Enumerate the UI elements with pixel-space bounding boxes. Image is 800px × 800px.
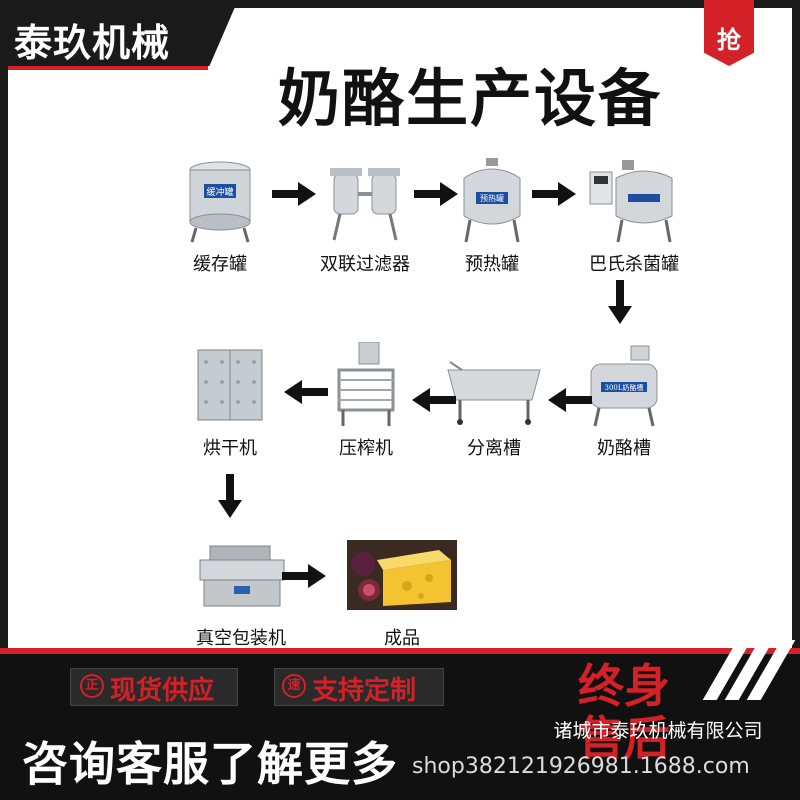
- duplex-filter-image: [305, 158, 425, 244]
- item-label: 烘干机: [203, 438, 257, 459]
- page-title: 奶酪生产设备: [277, 62, 662, 135]
- frame-left: [0, 0, 8, 660]
- item-preheat-tank: 预热罐 预热罐: [432, 158, 552, 276]
- after-sale-line1: 终身: [578, 659, 670, 713]
- brand-accent-line: [8, 66, 208, 70]
- preheat-tank-image: 预热罐: [432, 158, 552, 244]
- item-label: 压榨机: [339, 438, 393, 459]
- custom-text: 支持定制: [312, 676, 417, 706]
- pasteurization-tank-image: [574, 158, 694, 244]
- grab-badge-text: 抢: [717, 26, 741, 54]
- after-sale-line2: 售后: [578, 711, 670, 765]
- arrow-right-icon: [282, 564, 326, 588]
- brand-block: [0, 0, 238, 66]
- frame-right: [792, 0, 800, 660]
- buffer-tank-image: 缓冲罐: [160, 158, 280, 244]
- in-stock-text: 现货供应: [110, 676, 215, 706]
- item-label: 缓存罐: [193, 254, 247, 275]
- item-duplex-filter: 双联过滤器: [305, 158, 425, 276]
- item-label: 奶酪槽: [597, 438, 651, 459]
- item-label: 巴氏杀菌罐: [589, 254, 679, 275]
- grab-badge: [704, 0, 754, 66]
- in-stock-icon: 正: [80, 674, 104, 698]
- shop-watermark: shop382121926981.1688.com: [412, 754, 750, 779]
- arrow-left-icon: [412, 388, 456, 412]
- consult-bar: [0, 722, 496, 800]
- vacuum-packer-image: [176, 532, 306, 618]
- item-pasteurization-tank: 巴氏杀菌罐: [574, 158, 694, 276]
- item-cheese-vat: 300L奶酪槽 奶酪槽: [564, 342, 684, 460]
- frame-top: [0, 0, 800, 8]
- company-name: 诸城市泰玖机械有限公司: [553, 720, 763, 742]
- item-label: 预热罐: [465, 254, 519, 275]
- item-dryer: 烘干机: [170, 342, 290, 460]
- cheese-vat-tag: 300L奶酪槽: [604, 383, 643, 392]
- buffer-tank-tag: 缓冲罐: [206, 186, 233, 198]
- after-sale-text: 终身 售后: [578, 660, 708, 764]
- cheese-product-image: [342, 532, 462, 618]
- arrow-right-icon: [272, 182, 316, 206]
- item-label: 真空包装机: [196, 628, 286, 649]
- preheat-tank-tag: 预热罐: [480, 193, 504, 203]
- item-label: 双联过滤器: [320, 254, 410, 275]
- arrow-right-icon: [414, 182, 458, 206]
- item-press-machine: 压榨机: [306, 342, 426, 460]
- consult-text: 咨询客服了解更多: [22, 737, 398, 791]
- custom-icon: 速: [282, 674, 306, 698]
- banner-red-line: [0, 648, 800, 654]
- item-buffer-tank: 缓冲罐 缓存罐: [160, 158, 280, 276]
- arrow-down-icon: [218, 474, 242, 518]
- brand-name: 泰玖机械: [14, 21, 171, 65]
- press-machine-image: [306, 342, 426, 428]
- dryer-image: [170, 342, 290, 428]
- item-finished-product: 成品: [342, 532, 462, 650]
- cheese-vat-image: 300L奶酪槽: [564, 342, 684, 428]
- arrow-left-icon: [548, 388, 592, 412]
- item-label: 分离槽: [467, 438, 521, 459]
- item-vacuum-packer: 真空包装机: [176, 532, 306, 650]
- arrow-right-icon: [532, 182, 576, 206]
- arrow-left-icon: [284, 380, 328, 404]
- item-label: 成品: [384, 628, 420, 649]
- arrow-down-icon: [608, 280, 632, 324]
- separation-trough-image: [434, 342, 554, 428]
- item-separation-trough: 分离槽: [434, 342, 554, 460]
